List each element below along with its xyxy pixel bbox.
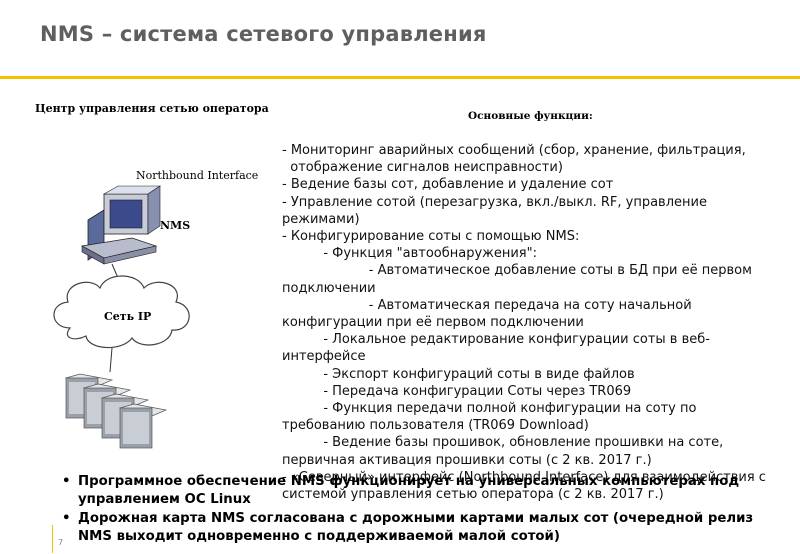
function-item: - Функция "автообнаружения": xyxy=(282,246,537,262)
slide-title: NMS – система сетевого управления xyxy=(40,22,487,46)
nms-link-line xyxy=(111,263,119,279)
slide-number: 7 xyxy=(58,538,64,547)
function-item: - Локальное редактирование конфигурации … xyxy=(282,332,710,365)
small-cells-icon xyxy=(64,373,168,449)
ip-network-cloud xyxy=(53,275,190,349)
left-heading: Центр управления сетью оператора xyxy=(35,102,269,115)
northbound-interface-label: Northbound Interface xyxy=(136,169,259,182)
bullet-text: Программное обеспечение NMS функционируе… xyxy=(78,474,740,507)
function-item: - Ведение базы прошивок, обновление прош… xyxy=(282,435,728,468)
bullet-dot-icon: • xyxy=(62,511,71,526)
bullet-item: • Дорожная карта NMS согласована с дорож… xyxy=(60,510,780,545)
ip-network-label: Сеть IP xyxy=(104,310,151,323)
slide-number-divider xyxy=(52,525,53,553)
function-item: - Ведение базы сот, добавление и удалени… xyxy=(282,177,614,193)
title-divider xyxy=(0,76,800,79)
functions-list: - Мониторинг аварийных сообщений (сбор, … xyxy=(282,142,772,503)
bullet-text: Дорожная карта NMS согласована с дорожны… xyxy=(78,511,754,544)
functions-heading: Основные функции: xyxy=(468,110,593,122)
function-item: - Мониторинг аварийных сообщений (сбор, … xyxy=(282,143,746,158)
bullet-item: • Программное обеспечение NMS функционир… xyxy=(60,473,780,508)
function-item: - Экспорт конфигураций соты в виде файло… xyxy=(282,366,635,382)
function-item: - Конфигурирование соты с помощью NMS: xyxy=(282,229,580,245)
nms-computer-icon xyxy=(80,185,161,265)
cells-link-line xyxy=(109,347,113,373)
nms-label: NMS xyxy=(160,219,190,232)
bullet-list: • Программное обеспечение NMS функционир… xyxy=(60,473,780,547)
function-item: - Передача конфигурации Соты через TR069 xyxy=(282,383,632,399)
function-item: - Функция передачи полной конфигурации н… xyxy=(282,401,701,434)
function-item: - Автоматическое добавление соты в БД пр… xyxy=(282,263,757,296)
function-item: - Автоматическая передача на соту началь… xyxy=(282,297,696,331)
network-diagram: NMS Сеть IP xyxy=(53,185,190,449)
function-item: - «Северный» интерфейс (Northbound Inter… xyxy=(282,469,771,503)
function-item: - Управление сотой (перезагрузка, вкл./в… xyxy=(282,194,712,227)
function-item: отображение сигналов неисправности) xyxy=(282,160,563,176)
bullet-dot-icon: • xyxy=(62,474,71,489)
